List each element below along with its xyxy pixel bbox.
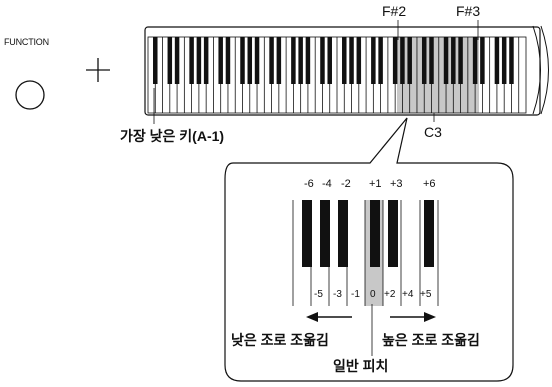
f-sharp-2-label: F#2 bbox=[382, 3, 407, 19]
normal-pitch-label: 일반 피치 bbox=[333, 358, 389, 374]
higher-transpose-label: 높은 조로 조옮김 bbox=[382, 332, 480, 348]
black-key bbox=[189, 37, 194, 84]
zoomed-keyboard bbox=[292, 200, 439, 356]
black-key bbox=[472, 37, 478, 84]
black-key-value-label: -2 bbox=[341, 178, 351, 190]
c3-label: C3 bbox=[424, 124, 442, 140]
black-key bbox=[407, 37, 412, 84]
black-key-value-label: -4 bbox=[322, 178, 332, 190]
black-key bbox=[218, 37, 223, 84]
lower-transpose-label: 낮은 조로 조옮김 bbox=[231, 332, 329, 348]
right-arrow-icon bbox=[390, 312, 436, 322]
black-key bbox=[451, 37, 456, 84]
black-key bbox=[443, 37, 449, 84]
main-keyboard bbox=[144, 20, 549, 124]
black-key bbox=[196, 37, 202, 84]
black-key bbox=[276, 37, 282, 84]
white-key-value-label: -1 bbox=[351, 289, 360, 300]
white-key-value-label: +5 bbox=[420, 289, 432, 300]
zoom-black-key bbox=[302, 200, 312, 267]
black-key bbox=[480, 37, 485, 84]
black-key bbox=[494, 37, 500, 84]
left-arrow-icon bbox=[306, 312, 352, 322]
black-key-value-label: +6 bbox=[423, 178, 436, 190]
zoom-black-key bbox=[388, 200, 398, 267]
black-key bbox=[392, 37, 398, 84]
black-key bbox=[501, 37, 507, 84]
white-key-value-label: -5 bbox=[314, 289, 323, 300]
zoom-black-key bbox=[320, 200, 330, 267]
black-key bbox=[421, 37, 427, 84]
black-key bbox=[509, 37, 514, 84]
white-key-value-label: +4 bbox=[402, 289, 414, 300]
black-key bbox=[356, 37, 362, 84]
black-key bbox=[291, 37, 296, 84]
white-key-value-label: 0 bbox=[370, 289, 376, 300]
black-key bbox=[298, 37, 303, 84]
zoom-black-key bbox=[370, 200, 380, 267]
plus-icon bbox=[86, 58, 110, 82]
black-key-value-label: -6 bbox=[304, 178, 314, 190]
black-key bbox=[371, 37, 376, 84]
black-key bbox=[153, 37, 158, 84]
black-key bbox=[247, 37, 253, 84]
black-key-value-label: +1 bbox=[369, 178, 382, 190]
black-key bbox=[320, 37, 325, 84]
black-key bbox=[174, 37, 180, 84]
black-key bbox=[342, 37, 347, 84]
black-key bbox=[349, 37, 354, 84]
black-key bbox=[378, 37, 383, 84]
circle-button-icon bbox=[15, 80, 45, 110]
black-key bbox=[225, 37, 231, 84]
black-key bbox=[254, 37, 260, 84]
black-key bbox=[429, 37, 434, 84]
black-key bbox=[269, 37, 274, 84]
white-key-value-label: -3 bbox=[333, 289, 342, 300]
black-key bbox=[203, 37, 209, 84]
black-key bbox=[240, 37, 245, 84]
keyboard-break-mark bbox=[532, 25, 549, 115]
zoom-black-key bbox=[424, 200, 434, 267]
f-sharp-3-label: F#3 bbox=[456, 3, 481, 19]
black-key bbox=[305, 37, 311, 84]
zoom-black-key bbox=[338, 200, 348, 267]
black-key bbox=[400, 37, 405, 84]
function-label: FUNCTION bbox=[4, 37, 49, 47]
black-key bbox=[167, 37, 173, 84]
black-key bbox=[327, 37, 332, 84]
black-key-value-label: +3 bbox=[390, 178, 403, 190]
white-key-value-label: +2 bbox=[384, 289, 396, 300]
lowest-key-label: 가장 낮은 키(A-1) bbox=[120, 128, 225, 144]
black-key bbox=[458, 37, 463, 84]
